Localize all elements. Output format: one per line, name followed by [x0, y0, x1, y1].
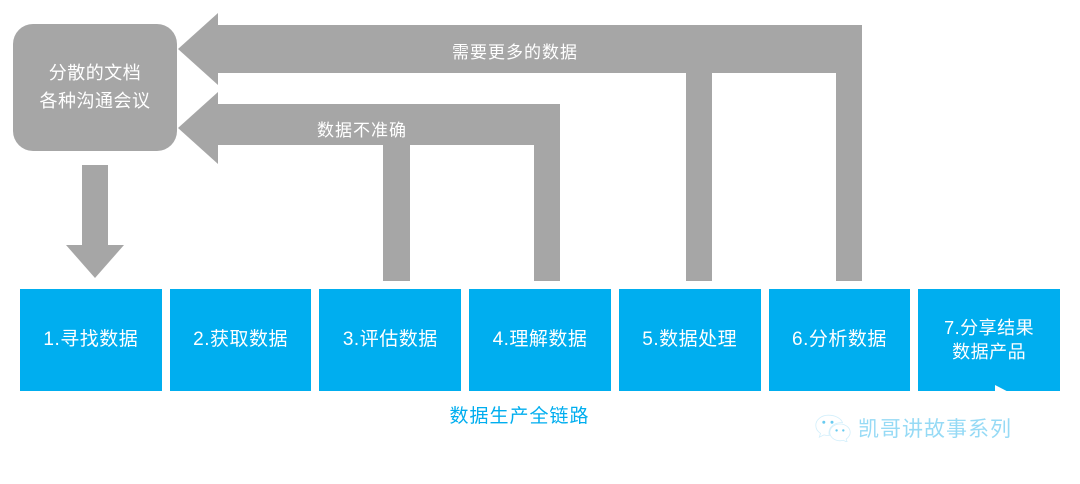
feedback-arrowhead-inaccurate — [178, 92, 218, 164]
feedback-arrowhead-more-data — [178, 13, 218, 85]
feedback-stem-stage-5 — [686, 62, 712, 281]
stage-label-3: 3.评估数据 — [342, 329, 438, 351]
feedback-label-more-data: 需要更多的数据 — [452, 43, 578, 62]
stage-label-7-line-2: 数据产品 — [952, 342, 1027, 362]
stage-label-1: 1.寻找数据 — [43, 329, 139, 351]
pipeline-arrow-head — [995, 385, 1051, 443]
stage-box-5[interactable]: 5.数据处理 — [618, 289, 761, 391]
stage-label-6: 6.分析数据 — [792, 329, 887, 351]
entry-arrow-shaft — [82, 165, 108, 245]
source-line-2: 各种沟通会议 — [39, 90, 151, 111]
stage-label-7-line-1: 7.分享结果 — [944, 317, 1035, 338]
stage-box-7[interactable]: 7.分享结果 数据产品 — [918, 289, 1061, 391]
source-line-1: 分散的文档 — [48, 62, 142, 83]
stage-label-2: 2.获取数据 — [193, 329, 288, 351]
watermark-text: 凯哥讲故事系列 — [858, 418, 1012, 441]
source-box: 分散的文档 各种沟通会议 — [13, 24, 177, 151]
feedback-stem-stage-3 — [534, 104, 560, 281]
feedback-label-inaccurate: 数据不准确 — [317, 121, 407, 140]
stage-box-1[interactable]: 1.寻找数据 — [20, 289, 162, 391]
stage-label-5: 5.数据处理 — [642, 329, 738, 351]
feedback-stem-stage-6 — [836, 25, 862, 281]
entry-arrow-head — [66, 245, 124, 278]
stage-box-4[interactable]: 4.理解数据 — [469, 289, 611, 391]
pipeline-label: 数据生产全链路 — [449, 405, 590, 427]
feedback-shaft-more-data — [216, 25, 862, 73]
stage-box-6[interactable]: 6.分析数据 — [768, 289, 911, 391]
feedback-stem-stage-2 — [383, 135, 410, 281]
stage-label-4: 4.理解数据 — [492, 329, 588, 351]
watermark: 凯哥讲故事系列 — [815, 413, 1012, 443]
stage-box-3[interactable]: 3.评估数据 — [319, 289, 462, 391]
stage-box-2[interactable]: 2.获取数据 — [169, 289, 312, 391]
stage-list: 1.寻找数据 2.获取数据 3.评估数据 4.理解数据 5.数据处理 6.分析数… — [20, 289, 1061, 391]
wechat-icon — [815, 414, 851, 442]
